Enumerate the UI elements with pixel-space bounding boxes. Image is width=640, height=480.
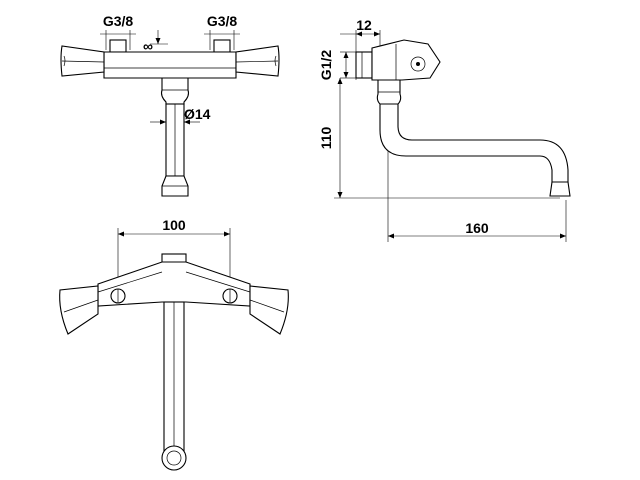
inlet-offset-label: ∞ — [143, 38, 153, 54]
center-distance-label: 100 — [162, 217, 186, 233]
inlet-left-thread-label: G3/8 — [103, 13, 134, 29]
front-view-top — [60, 30, 280, 197]
connection-thread-label: G1/2 — [318, 50, 334, 81]
bottom-view — [59, 228, 289, 471]
spout-height-label: 110 — [318, 126, 334, 149]
connection-length-label: 12 — [356, 17, 372, 33]
spout-diameter-label: Ø14 — [184, 106, 211, 122]
side-view — [334, 30, 571, 242]
inlet-right-thread-label: G3/8 — [207, 13, 238, 29]
spout-reach-label: 160 — [465, 220, 489, 236]
